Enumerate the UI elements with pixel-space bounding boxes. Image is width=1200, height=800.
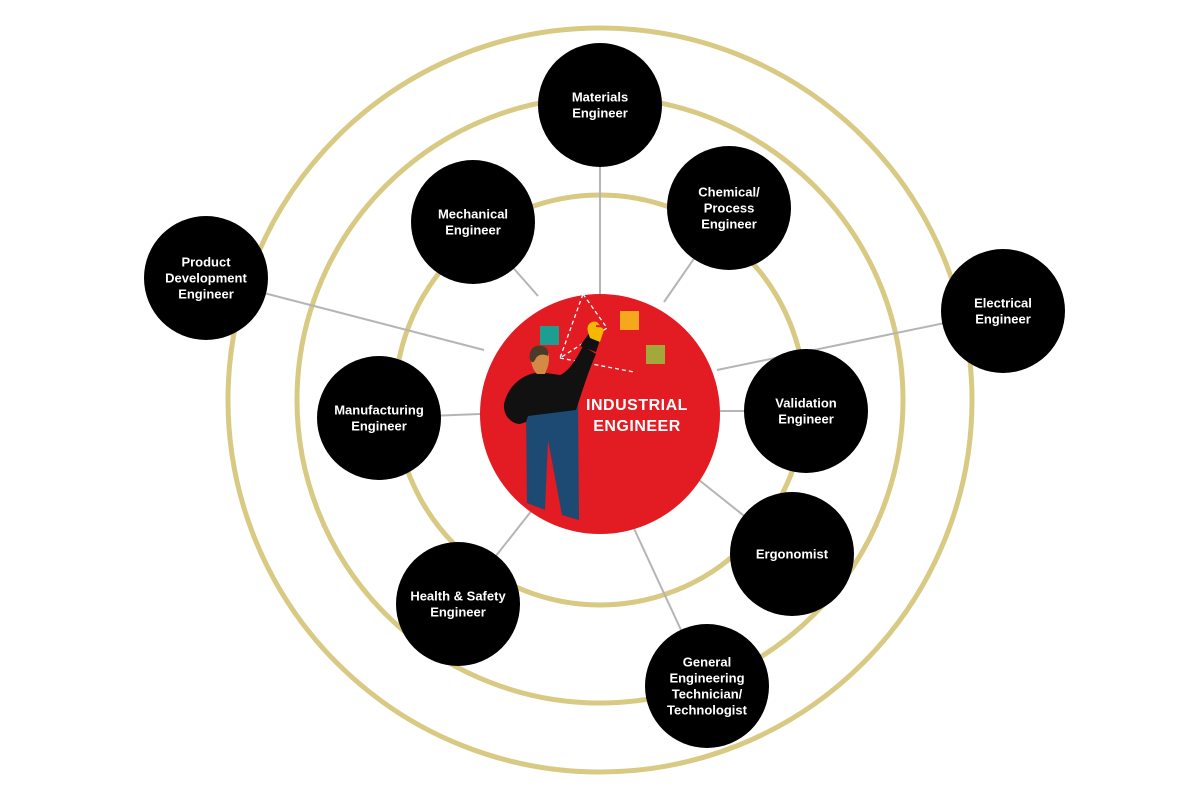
node-label-line: Engineer (445, 223, 501, 238)
olive-sticky-note (646, 345, 665, 364)
node-label-line: Manufacturing (334, 403, 424, 418)
teal-sticky-note (540, 326, 559, 345)
node-label-line: Engineer (975, 312, 1031, 327)
outer-ring (225, 25, 975, 775)
node-label-line: Engineer (351, 419, 407, 434)
orange-sticky-note (620, 311, 639, 330)
node-circle (317, 356, 441, 480)
node-label-line: Chemical/ (698, 185, 760, 200)
node-label-line: Engineer (701, 217, 757, 232)
node-label-line: Process (704, 201, 755, 216)
node-label-line: Health & Safety (410, 589, 506, 604)
node-label-line: Technologist (667, 703, 748, 718)
figure-pants (526, 404, 579, 520)
node-circle (411, 160, 535, 284)
node-label-line: Development (165, 271, 247, 286)
node-label-line: General (683, 655, 731, 670)
figure-torso (503, 346, 596, 424)
figure-pen (595, 325, 609, 328)
node-circle (744, 349, 868, 473)
node-circle (396, 542, 520, 666)
center-title-line: INDUSTRIAL (586, 397, 688, 414)
node-label-line: Mechanical (438, 207, 508, 222)
node-circle (730, 492, 854, 616)
node-label-line: Engineer (778, 412, 834, 427)
industrial-engineer-hub: INDUSTRIAL ENGINEER (480, 292, 720, 534)
node-label-line: Engineer (572, 106, 628, 121)
node-ergonomist: Ergonomist (730, 492, 854, 616)
node-label-line: Ergonomist (756, 547, 829, 562)
node-circle (538, 43, 662, 167)
node-circle (667, 146, 791, 270)
node-circle (645, 624, 769, 748)
node-label-line: Validation (775, 396, 836, 411)
engineer-figure-illustration (503, 292, 665, 520)
node-label-line: Materials (572, 90, 628, 105)
node-label-line: Engineering (669, 671, 744, 686)
node-label: Ergonomist (756, 547, 829, 562)
node-label-line: Product (181, 255, 231, 270)
node-circle (941, 249, 1065, 373)
figure-hair (529, 345, 549, 363)
node-circle (144, 216, 268, 340)
dashed-line-drawing (559, 357, 635, 373)
node-label-line: Technician/ (672, 687, 743, 702)
node-label-line: Engineer (178, 287, 234, 302)
node-label-line: Engineer (430, 605, 486, 620)
node-label-line: Electrical (974, 296, 1032, 311)
center-title-line: ENGINEER (593, 418, 681, 435)
center-title: INDUSTRIAL ENGINEER (586, 397, 688, 435)
